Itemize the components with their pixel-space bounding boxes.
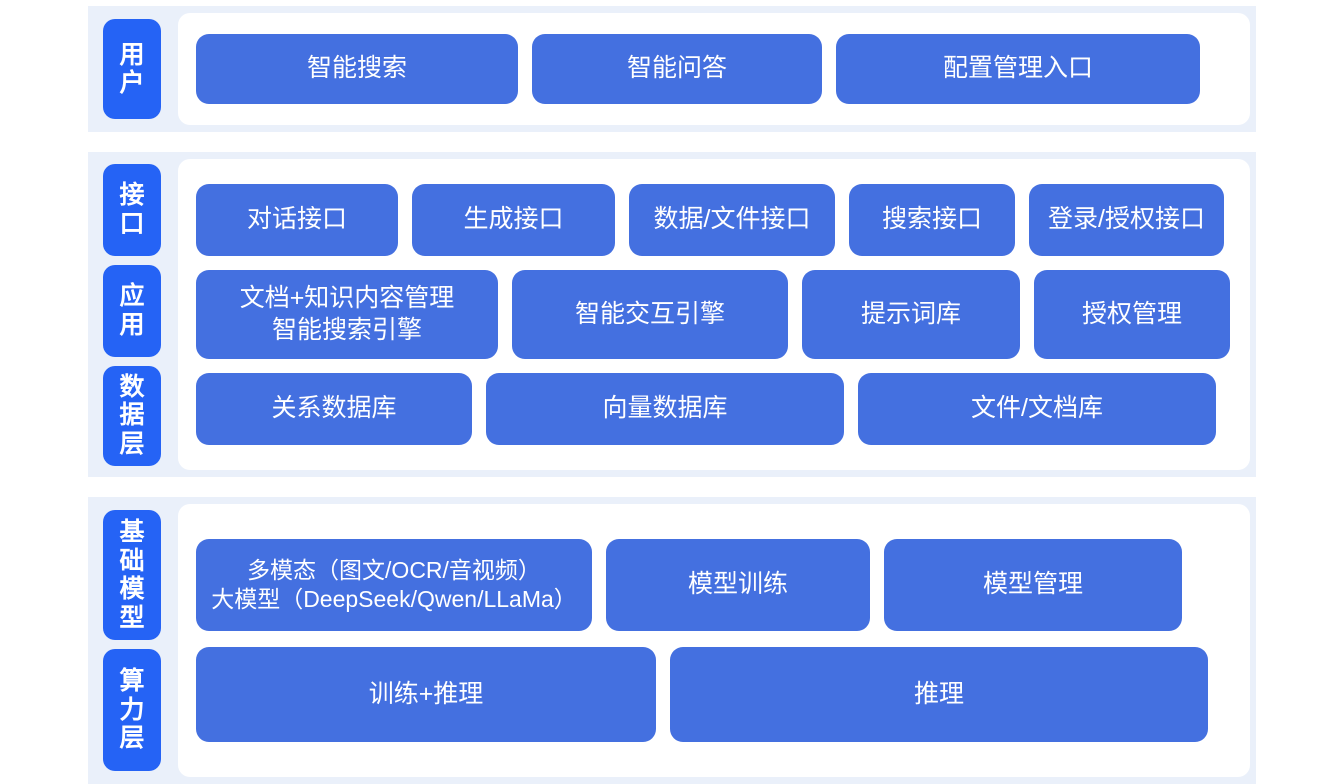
section-user: 用户 智能搜索 智能问答 配置管理入口: [88, 6, 1256, 132]
tier-rail-platform: 接口 应用 数据层: [88, 152, 178, 477]
node-prompt-library[interactable]: 提示词库: [802, 270, 1020, 359]
node-model-management[interactable]: 模型管理: [884, 539, 1182, 631]
section-platform: 接口 应用 数据层 对话接口 生成接口 数据/文件接口 搜索接口 登录/授权接口…: [88, 152, 1256, 477]
tier-label-base-model: 基础模型: [103, 510, 161, 640]
node-search-api[interactable]: 搜索接口: [849, 184, 1015, 256]
node-smart-search[interactable]: 智能搜索: [196, 34, 518, 104]
card-platform: 对话接口 生成接口 数据/文件接口 搜索接口 登录/授权接口 文档+知识内容管理…: [178, 159, 1250, 470]
tier-label-compute: 算力层: [103, 649, 161, 771]
node-multimodal-large-model[interactable]: 多模态（图文/OCR/音视频） 大模型（DeepSeek/Qwen/LLaMa）: [196, 539, 592, 631]
tier-rail-user: 用户: [88, 6, 178, 132]
tier-rail-infrastructure: 基础模型 算力层: [88, 497, 178, 784]
section-infrastructure: 基础模型 算力层 多模态（图文/OCR/音视频） 大模型（DeepSeek/Qw…: [88, 497, 1256, 784]
node-vector-database[interactable]: 向量数据库: [486, 373, 844, 445]
node-config-management-entry[interactable]: 配置管理入口: [836, 34, 1200, 104]
tier-label-user-text: 用户: [119, 40, 145, 98]
node-generation-api[interactable]: 生成接口: [412, 184, 615, 256]
node-login-auth-api[interactable]: 登录/授权接口: [1029, 184, 1224, 256]
row-application: 文档+知识内容管理 智能搜索引擎 智能交互引擎 提示词库 授权管理: [196, 270, 1232, 359]
row-data: 关系数据库 向量数据库 文件/文档库: [196, 373, 1232, 445]
node-dialog-api[interactable]: 对话接口: [196, 184, 398, 256]
tier-label-application: 应用: [103, 264, 161, 357]
card-infrastructure: 多模态（图文/OCR/音视频） 大模型（DeepSeek/Qwen/LLaMa）…: [178, 504, 1250, 777]
row-interface: 对话接口 生成接口 数据/文件接口 搜索接口 登录/授权接口: [196, 184, 1232, 256]
node-inference[interactable]: 推理: [670, 647, 1208, 742]
card-user: 智能搜索 智能问答 配置管理入口: [178, 13, 1250, 125]
tier-label-interface-text: 接口: [119, 181, 145, 238]
row-user: 智能搜索 智能问答 配置管理入口: [196, 34, 1232, 104]
tier-label-base-model-text: 基础模型: [119, 518, 145, 632]
tier-label-user: 用户: [103, 19, 161, 119]
node-smart-interaction-engine[interactable]: 智能交互引擎: [512, 270, 788, 359]
tier-label-data: 数据层: [103, 365, 161, 466]
node-relational-database[interactable]: 关系数据库: [196, 373, 472, 445]
tier-label-data-text: 数据层: [119, 372, 145, 458]
tier-label-compute-text: 算力层: [119, 667, 145, 753]
row-compute: 训练+推理 推理: [196, 647, 1232, 742]
node-doc-knowledge-content-management[interactable]: 文档+知识内容管理 智能搜索引擎: [196, 270, 498, 359]
row-base-model: 多模态（图文/OCR/音视频） 大模型（DeepSeek/Qwen/LLaMa）…: [196, 539, 1232, 631]
node-data-file-api[interactable]: 数据/文件接口: [629, 184, 835, 256]
node-training-plus-inference[interactable]: 训练+推理: [196, 647, 656, 742]
node-model-training[interactable]: 模型训练: [606, 539, 870, 631]
tier-label-interface: 接口: [103, 163, 161, 256]
node-smart-qa[interactable]: 智能问答: [532, 34, 822, 104]
node-authorization-management[interactable]: 授权管理: [1034, 270, 1230, 359]
node-file-document-store[interactable]: 文件/文档库: [858, 373, 1216, 445]
tier-label-application-text: 应用: [119, 282, 145, 339]
